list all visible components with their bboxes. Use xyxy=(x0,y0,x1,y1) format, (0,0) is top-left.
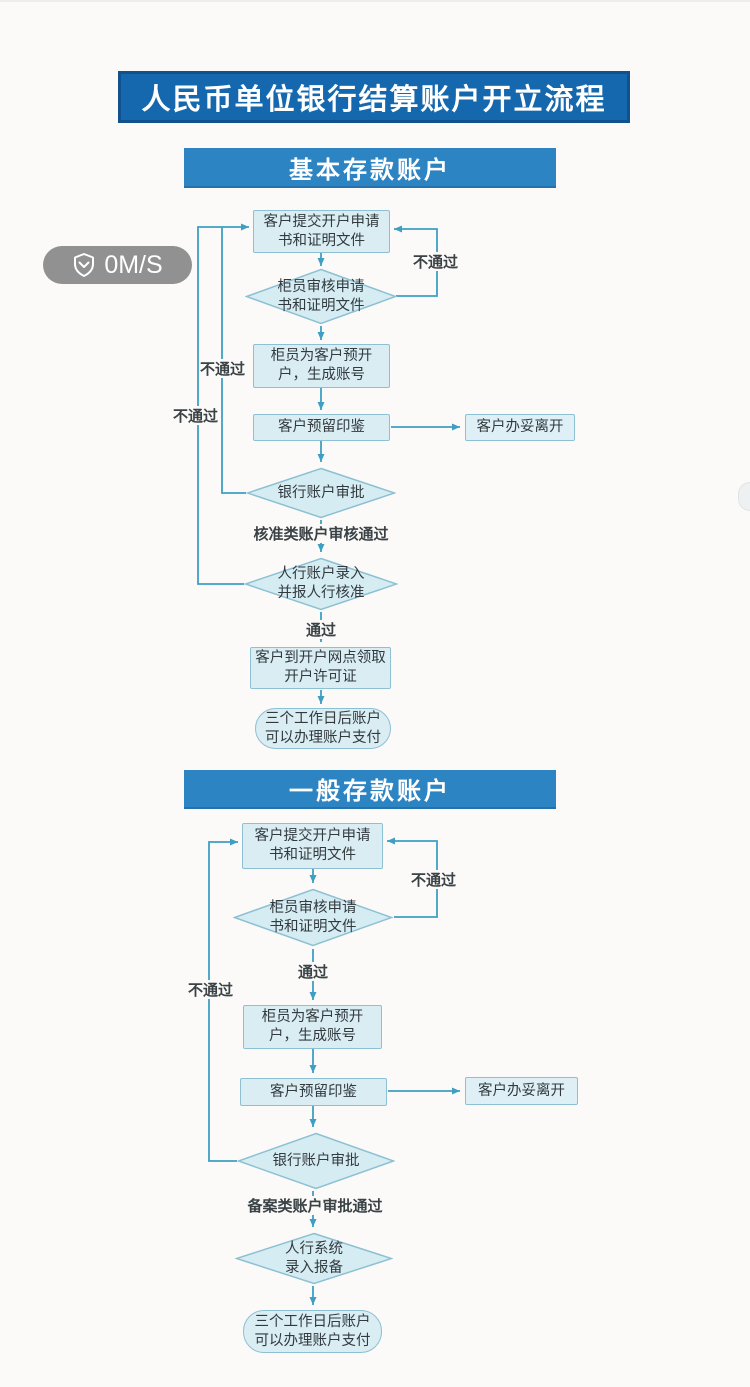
shield-check-icon xyxy=(72,252,96,278)
speed-value: 0M/S xyxy=(104,250,163,279)
decision-teller-review-1: 柜员审核申请 书和证明文件 xyxy=(245,268,397,325)
node-end-2: 三个工作日后账户 可以办理账户支付 xyxy=(243,1310,382,1353)
node-submit-application-2: 客户提交开户申请 书和证明文件 xyxy=(242,823,383,869)
label-fail-left-inner-1: 不通过 xyxy=(199,359,246,378)
decision-bank-approval-1: 银行账户审批 xyxy=(246,467,396,519)
label-fail-left-2: 不通过 xyxy=(187,980,234,999)
edge-drag-handle[interactable] xyxy=(738,482,750,511)
label-pass-2: 通过 xyxy=(296,962,330,981)
node-customer-leaves-1: 客户办妥离开 xyxy=(465,414,575,441)
section-banner-basic-account: 基本存款账户 xyxy=(184,148,556,188)
top-divider xyxy=(0,0,750,2)
node-customer-leaves-2: 客户办妥离开 xyxy=(465,1077,578,1105)
node-preopen-account-1: 柜员为客户预开 户，生成账号 xyxy=(253,344,390,388)
label-fail-right-2: 不通过 xyxy=(410,870,457,889)
section-banner-general-account: 一般存款账户 xyxy=(184,770,556,809)
label-fail-right-1: 不通过 xyxy=(412,252,459,271)
node-reserve-seal-1: 客户预留印鉴 xyxy=(253,414,390,441)
label-recorded-type-passed: 备案类账户审批通过 xyxy=(247,1196,383,1215)
decision-pboc-entry-2: 人行系统 录入报备 xyxy=(235,1232,393,1285)
node-end-1: 三个工作日后账户 可以办理账户支付 xyxy=(255,708,391,749)
network-speed-overlay[interactable]: 0M/S xyxy=(43,246,192,284)
node-preopen-account-2: 柜员为客户预开 户，生成账号 xyxy=(243,1005,382,1049)
decision-bank-approval-2: 银行账户审批 xyxy=(237,1132,395,1190)
decision-pboc-entry-1: 人行账户录入 并报人行核准 xyxy=(244,557,398,611)
node-collect-permit-1: 客户到开户网点领取 开户许可证 xyxy=(250,647,391,689)
decision-teller-review-2: 柜员审核申请 书和证明文件 xyxy=(233,888,393,947)
page-title: 人民币单位银行结算账户开立流程 xyxy=(118,71,630,123)
label-approved-type-passed: 核准类账户审核通过 xyxy=(253,524,389,543)
label-pass-1: 通过 xyxy=(304,620,338,639)
node-reserve-seal-2: 客户预留印鉴 xyxy=(240,1078,387,1106)
label-fail-left-outer-1: 不通过 xyxy=(172,406,219,425)
node-submit-application-1: 客户提交开户申请 书和证明文件 xyxy=(253,210,390,253)
